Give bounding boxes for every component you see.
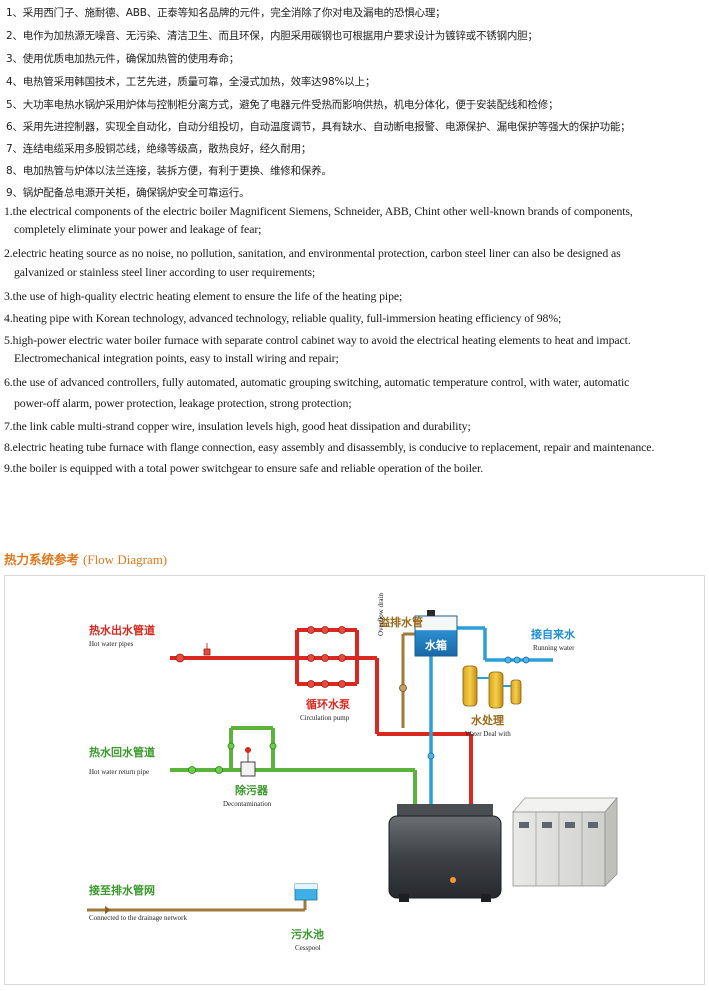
water-treatment-label-en: Water Deal with bbox=[465, 730, 511, 738]
water-treatment-label-cn: 水处理 bbox=[471, 713, 504, 727]
cesspool-label-cn: 污水池 bbox=[291, 927, 324, 941]
section-title: 热力系统参考(Flow Diagram) bbox=[4, 549, 167, 568]
hot-water-label-en: Hot water pipes bbox=[89, 640, 134, 648]
tap-water-label-en: Running water bbox=[533, 644, 575, 652]
decontamination-label-en: Decontamination bbox=[223, 800, 272, 808]
return-water-label-en: Hot water return pipe bbox=[89, 768, 149, 776]
boiler bbox=[388, 804, 502, 902]
en-item-8: 8.electric heating tube furnace with fla… bbox=[4, 440, 655, 454]
en-item-6: 6.the use of advanced controllers, fully… bbox=[4, 375, 630, 389]
flow-diagram: 水箱 bbox=[4, 575, 705, 985]
en-item-2-cont: galvanized or stainless steel liner acco… bbox=[14, 265, 316, 279]
cn-item-1: 1、采用西门子、施耐德、ABB、正泰等知名品牌的元件，完全消除了你对电及漏电的恐… bbox=[6, 7, 446, 19]
cesspool-label-en: Cesspool bbox=[295, 944, 321, 952]
en-item-5-cont: Electromechanical integration points, ea… bbox=[14, 351, 339, 365]
pump-label-cn: 循环水泵 bbox=[306, 697, 350, 711]
overflow-label-en: Overflow drain bbox=[377, 593, 385, 636]
water-tank: 水箱 bbox=[414, 610, 458, 657]
decontamination-label-cn: 除污器 bbox=[235, 783, 269, 797]
drainage-label-cn: 接至排水管网 bbox=[89, 883, 155, 897]
cn-item-9: 9、锅炉配备总电源开关柜，确保锅炉安全可靠运行。 bbox=[6, 187, 250, 199]
en-item-9: 9.the boiler is equipped with a total po… bbox=[4, 461, 484, 475]
section-title-cn: 热力系统参考 bbox=[4, 552, 80, 567]
drain-valves bbox=[105, 684, 407, 914]
cold-water-valves bbox=[427, 656, 530, 760]
cn-item-5: 5、大功率电热水锅炉采用炉体与控制柜分离方式，避免了电器元件受热而影响供热，机电… bbox=[6, 99, 559, 111]
cn-item-6: 6、采用先进控制器，实现全自动化，自动分组投切，自动温度调节，具有缺水、自动断电… bbox=[6, 121, 631, 133]
water-treatment-unit bbox=[462, 665, 522, 709]
en-item-5: 5.high-power electric water boiler furna… bbox=[4, 333, 631, 347]
overflow-label-cn: 溢排水管 bbox=[379, 615, 423, 629]
cn-item-7: 7、连结电缆采用多股铜芯线，绝缘等级高，散热良好，经久耐用； bbox=[6, 143, 312, 155]
section-title-en: (Flow Diagram) bbox=[83, 552, 168, 567]
en-item-4: 4.heating pipe with Korean technology, a… bbox=[4, 311, 562, 325]
hot-water-label-cn: 热水出水管道 bbox=[89, 623, 155, 637]
flow-diagram-svg: 水箱 bbox=[87, 593, 618, 952]
pump-label-en: Circulation pump bbox=[300, 714, 350, 722]
return-water-pipe bbox=[170, 726, 417, 806]
tank-label: 水箱 bbox=[425, 638, 447, 652]
en-item-3: 3.the use of high-quality electric heati… bbox=[4, 289, 403, 303]
en-item-1-cont: completely eliminate your power and leak… bbox=[14, 222, 262, 236]
en-item-2: 2.electric heating source as no noise, n… bbox=[4, 246, 621, 260]
hot-water-valves bbox=[175, 626, 346, 688]
en-item-7: 7.the link cable multi-strand copper wir… bbox=[4, 419, 471, 433]
return-water-label-cn: 热水回水管道 bbox=[89, 745, 155, 759]
cesspool bbox=[294, 883, 318, 901]
en-item-6-cont: power-off alarm, power protection, leaka… bbox=[14, 396, 352, 410]
tap-water-label-cn: 接自来水 bbox=[531, 627, 576, 641]
cn-item-2: 2、电作为加热源无噪音、无污染、清洁卫生、而且环保，内胆采用碳钢也可根据用户要求… bbox=[6, 30, 538, 42]
en-item-1: 1.the electrical components of the elect… bbox=[4, 204, 633, 218]
drainage-label-en: Connected to the drainage network bbox=[89, 914, 187, 922]
decontaminator bbox=[188, 742, 277, 777]
cn-item-3: 3、使用优质电加热元件，确保加热管的使用寿命； bbox=[6, 53, 240, 65]
cn-item-4: 4、电热管采用韩国技术，工艺先进，质量可靠，全浸式加热，效率达98%以上； bbox=[6, 76, 376, 88]
drain-pipe bbox=[87, 632, 415, 912]
cn-item-8: 8、电加热管与炉体以法兰连接，装拆方便，有利于更换、维修和保养。 bbox=[6, 165, 332, 177]
control-cabinet bbox=[512, 796, 618, 887]
